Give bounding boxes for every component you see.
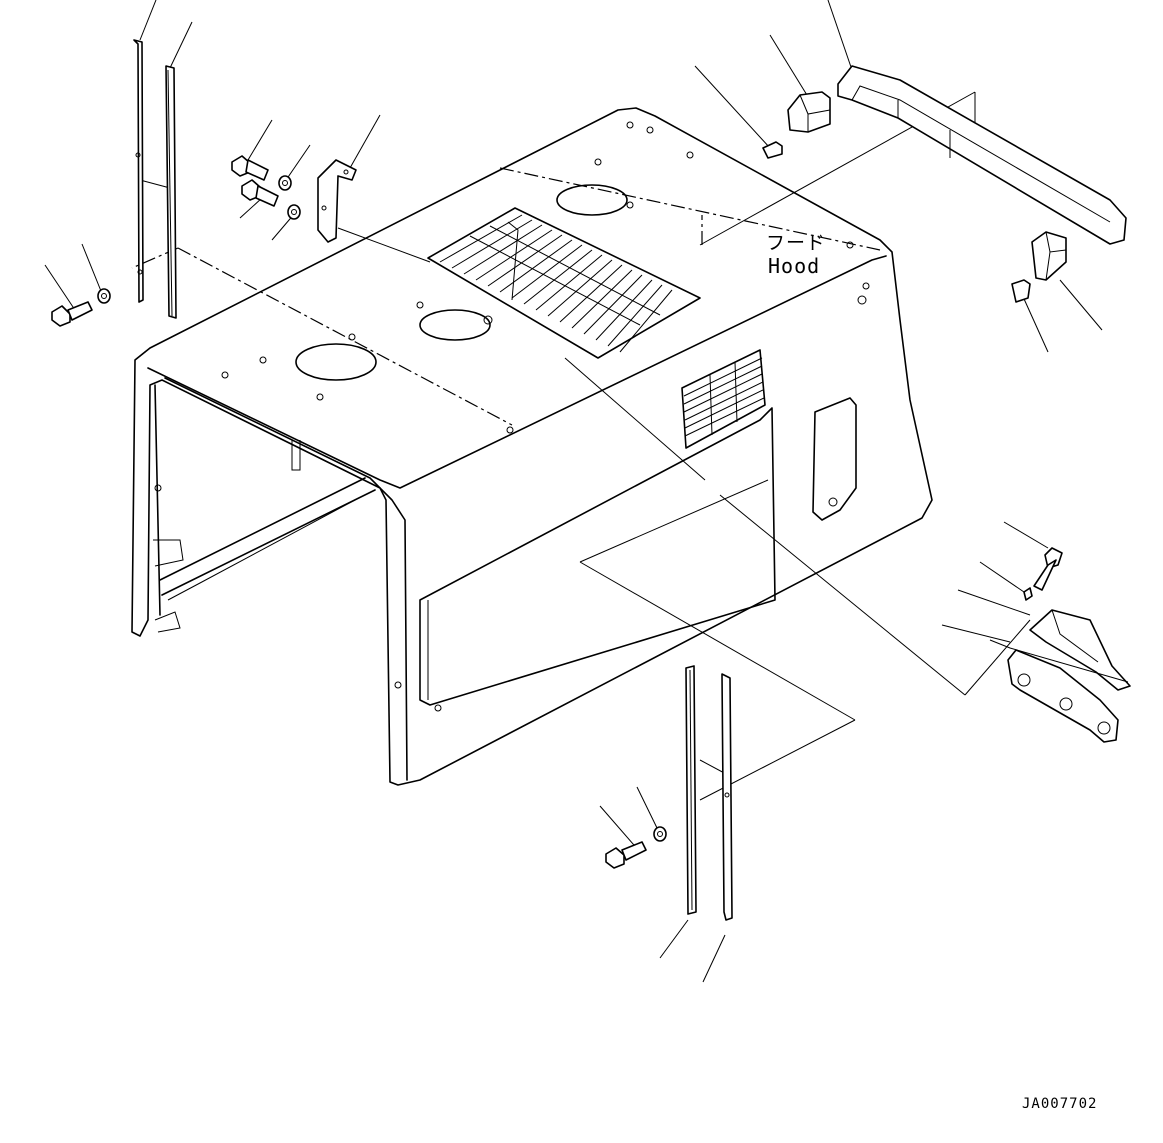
left-side-strips — [133, 39, 177, 319]
top-right-blocks — [762, 91, 1067, 303]
left-bolt — [51, 288, 111, 327]
bottom-strips — [685, 665, 733, 921]
dash-lines — [131, 167, 881, 426]
hood-label-japanese: フード — [766, 232, 827, 254]
leader-lines — [44, 0, 1103, 983]
drawing-code: JA007702 — [1022, 1096, 1098, 1112]
top-left-bolts — [231, 155, 301, 220]
top-left-bracket — [317, 159, 357, 243]
top-grille — [427, 207, 701, 359]
hood-label-english: Hood — [768, 254, 821, 278]
top-right-cover — [837, 65, 1127, 245]
right-bracket — [989, 547, 1131, 743]
bottom-bolt — [605, 826, 667, 869]
side-louver — [681, 349, 766, 449]
hood-body — [131, 107, 933, 786]
